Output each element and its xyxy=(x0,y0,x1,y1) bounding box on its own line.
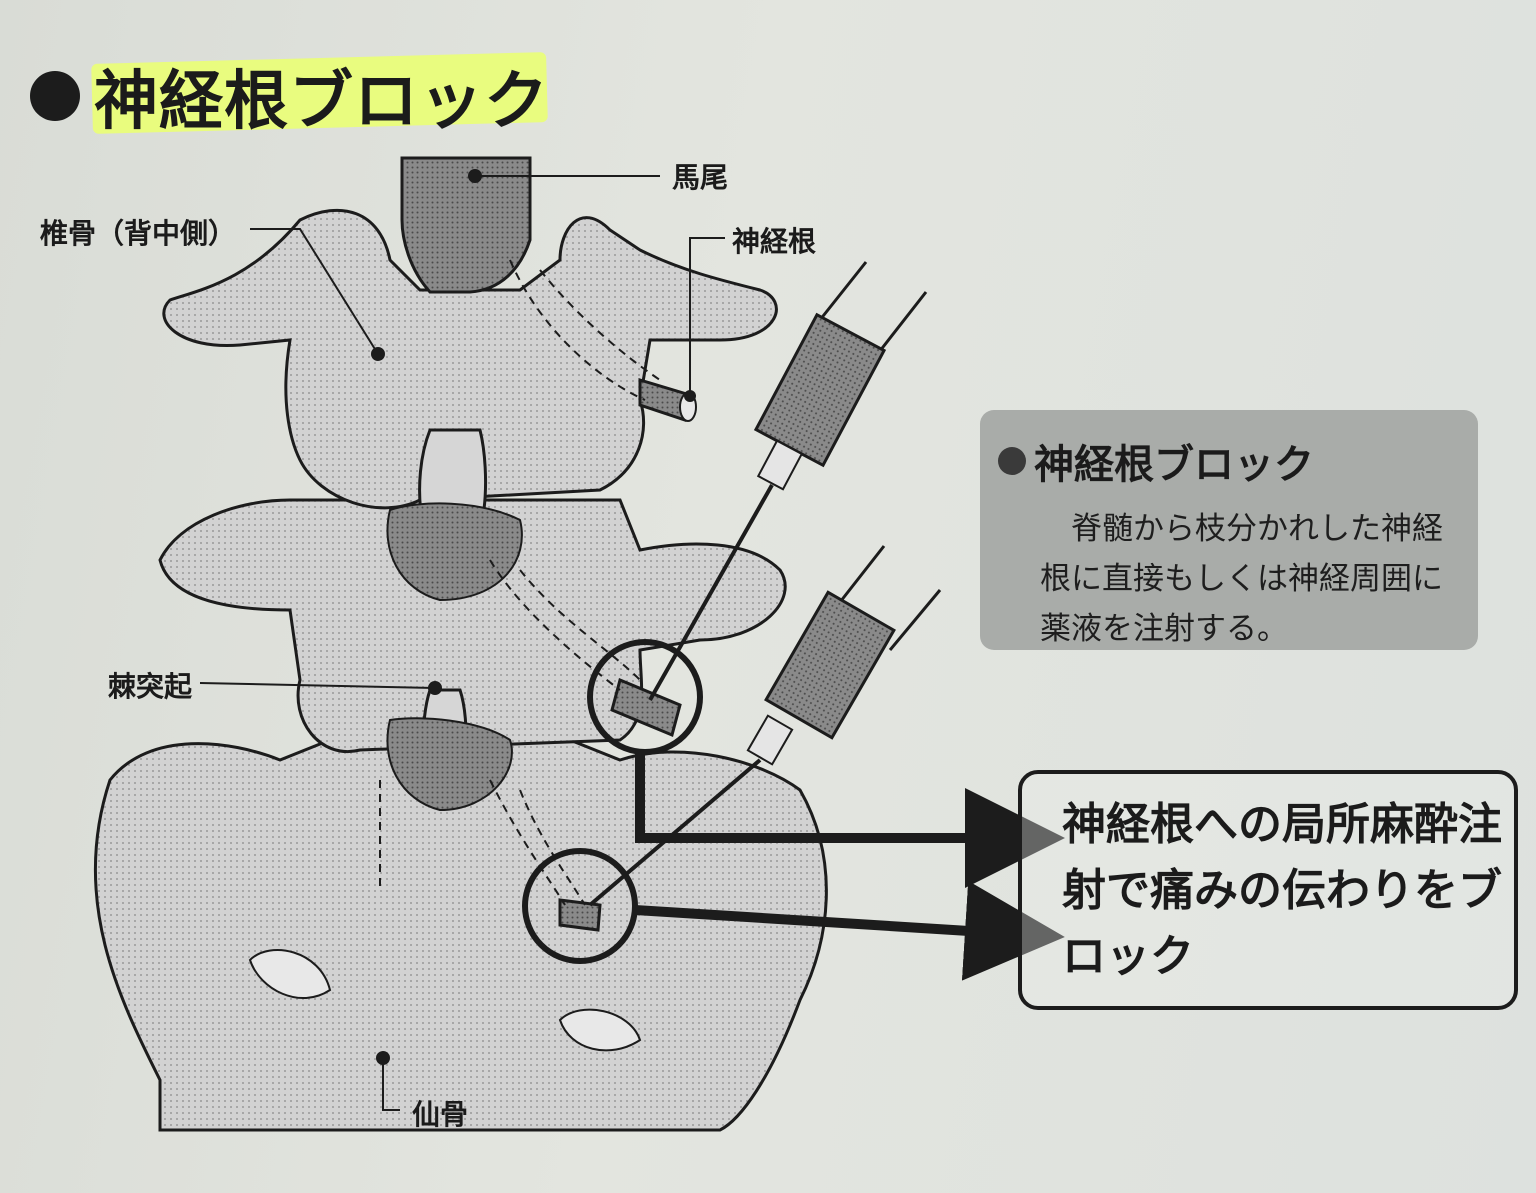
bullet-icon xyxy=(30,71,80,121)
label-nerve-root: 神経根 xyxy=(732,225,817,258)
label-cauda-equina: 馬尾 xyxy=(672,161,729,194)
sacral-foramen-right xyxy=(558,1008,642,1052)
callout-box: 神経根への局所麻酔注射で痛みの伝わりをブロック xyxy=(1018,770,1518,1010)
syringe-lower xyxy=(588,545,942,907)
info-box: 神経根ブロック 脊髄から枝分かれした神経根に直接もしくは神経周囲に薬液を注射する… xyxy=(980,410,1478,650)
injection-site-circle-lower xyxy=(522,848,638,964)
dashed-path-2 xyxy=(539,269,661,381)
cauda-equina-shape xyxy=(400,156,532,294)
label-vertebra: 椎骨（背中側） xyxy=(40,217,237,250)
leader-sacrum xyxy=(382,1058,400,1111)
sacral-foramen-left xyxy=(248,949,332,1000)
leader-spinous-process xyxy=(199,682,436,689)
dashed-path-3 xyxy=(489,559,621,691)
arrow-upper xyxy=(635,752,1065,888)
lower-canal xyxy=(386,717,513,812)
dashed-path-4 xyxy=(519,569,641,681)
callout-text: 神経根への局所麻酔注射で痛みの伝わりをブロック xyxy=(1062,799,1502,982)
title-row: 神経根ブロック xyxy=(30,50,549,142)
info-box-title: 神経根ブロック xyxy=(1034,442,1314,488)
info-bullet-icon xyxy=(998,447,1026,475)
info-box-body: 脊髄から枝分かれした神経根に直接もしくは神経周囲に薬液を注射する。 xyxy=(1040,511,1443,647)
dashed-path-5 xyxy=(489,779,566,906)
info-box-header: 神経根ブロック xyxy=(998,432,1314,490)
upper-canal xyxy=(386,502,523,602)
arrow-lower xyxy=(634,880,1065,981)
leader-vertebra xyxy=(250,228,379,355)
syringe-upper xyxy=(648,261,928,701)
upper-vertebra xyxy=(162,208,778,510)
nerve-root-lower xyxy=(558,898,602,932)
label-spinous-process: 棘突起 xyxy=(108,670,193,703)
label-sacrum: 仙骨 xyxy=(412,1098,469,1131)
leader-nerve-root xyxy=(689,237,725,396)
page-title: 神経根ブロック xyxy=(94,65,549,139)
nerve-root-middle xyxy=(610,677,682,738)
